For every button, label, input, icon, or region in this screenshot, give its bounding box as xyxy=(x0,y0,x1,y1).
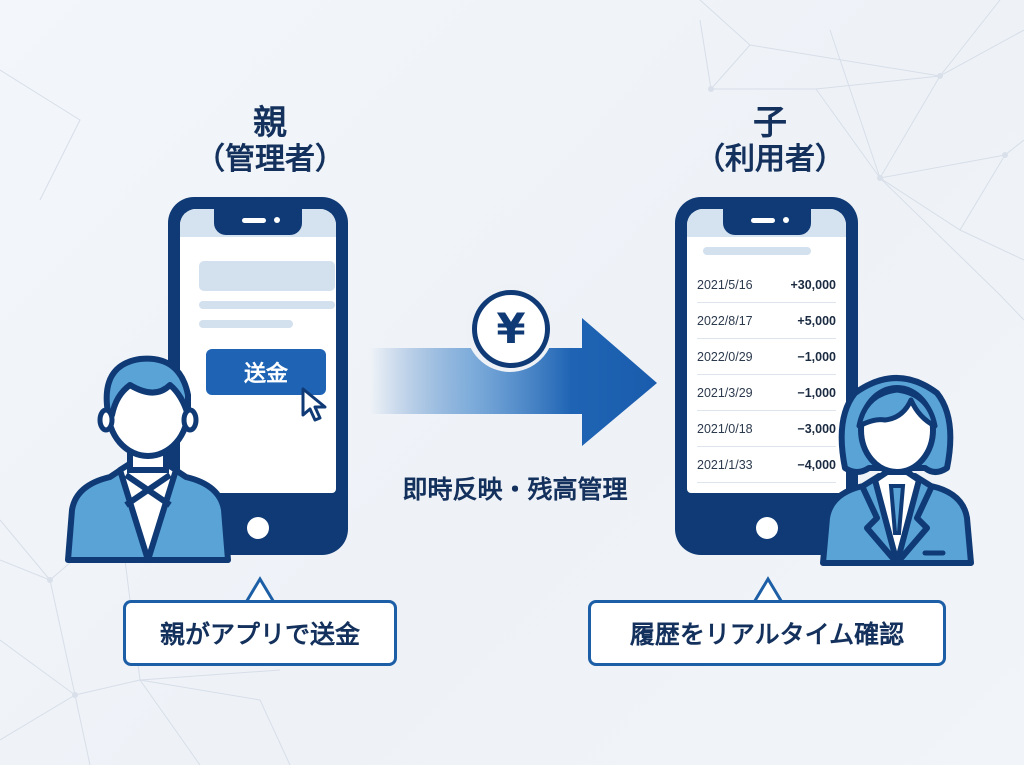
speaker-slot xyxy=(242,218,266,223)
child-phone-screen: 2021/5/16 +30,000 2022/8/17 +5,000 2022/… xyxy=(687,209,846,493)
transaction-amount: −1,000 xyxy=(797,349,836,364)
transaction-amount: −4,000 xyxy=(797,457,836,472)
parent-phone: 送金 xyxy=(168,197,348,555)
child-caption-bubble: 履歴をリアルタイム確認 xyxy=(588,600,946,666)
text-placeholder-line xyxy=(199,320,293,328)
transaction-date: 2022/0/29 xyxy=(697,349,753,364)
transaction-history-list: 2021/5/16 +30,000 2022/8/17 +5,000 2022/… xyxy=(697,267,836,483)
yen-coin-icon: ¥ xyxy=(466,284,554,372)
header-placeholder-line xyxy=(703,247,811,255)
yen-symbol: ¥ xyxy=(496,304,526,353)
phone-notch xyxy=(214,207,302,235)
child-phone: 2021/5/16 +30,000 2022/8/17 +5,000 2022/… xyxy=(675,197,858,555)
input-placeholder-block xyxy=(199,261,335,291)
transaction-date: 2022/8/17 xyxy=(697,313,753,328)
transaction-row[interactable]: 2022/0/29 −1,000 xyxy=(697,339,836,375)
mouse-pointer-icon xyxy=(301,387,327,422)
transaction-amount: −1,000 xyxy=(797,385,836,400)
transaction-amount: +30,000 xyxy=(790,277,836,292)
transaction-date: 2021/0/18 xyxy=(697,421,753,436)
parent-caption-bubble: 親がアプリで送金 xyxy=(123,600,397,666)
camera-dot xyxy=(274,217,280,223)
transaction-date: 2021/1/33 xyxy=(697,457,753,472)
child-caption-text: 履歴をリアルタイム確認 xyxy=(629,620,905,649)
male-user-icon xyxy=(65,355,231,563)
transaction-row[interactable]: 2021/0/18 −3,000 xyxy=(697,411,836,447)
transaction-date: 2021/5/16 xyxy=(697,277,753,292)
child-role-title: 子 （利用者） xyxy=(660,103,880,178)
parent-role-title: 親 （管理者） xyxy=(160,103,380,178)
transaction-amount: −3,000 xyxy=(797,421,836,436)
text-placeholder-line xyxy=(199,301,335,309)
female-user-icon xyxy=(820,375,974,566)
bubble-tail xyxy=(751,576,785,604)
child-role-label: 子 xyxy=(753,103,787,143)
phone-notch xyxy=(722,207,811,235)
transaction-amount: +5,000 xyxy=(797,313,836,328)
transaction-row[interactable]: 2022/8/17 +5,000 xyxy=(697,303,836,339)
bubble-tail xyxy=(243,576,277,604)
center-caption: 即時反映・残高管理 xyxy=(402,475,628,504)
camera-dot xyxy=(782,217,789,223)
speaker-slot xyxy=(750,218,775,223)
transaction-row[interactable]: 2021/3/29 −1,000 xyxy=(697,375,836,411)
arrow-right-icon xyxy=(370,318,657,446)
parent-role-sublabel: （管理者） xyxy=(195,142,345,178)
parent-role-label: 親 xyxy=(253,103,287,143)
home-button[interactable] xyxy=(247,517,269,539)
transaction-row[interactable]: 2021/1/33 −4,000 xyxy=(697,447,836,483)
parent-caption-text: 親がアプリで送金 xyxy=(159,620,360,649)
home-button[interactable] xyxy=(755,517,778,539)
child-role-sublabel: （利用者） xyxy=(695,142,845,178)
send-money-button-label: 送金 xyxy=(243,362,288,387)
transaction-date: 2021/3/29 xyxy=(697,385,753,400)
parent-phone-screen: 送金 xyxy=(180,209,336,493)
send-money-button[interactable]: 送金 xyxy=(206,349,326,395)
transaction-row[interactable]: 2021/5/16 +30,000 xyxy=(697,267,836,303)
